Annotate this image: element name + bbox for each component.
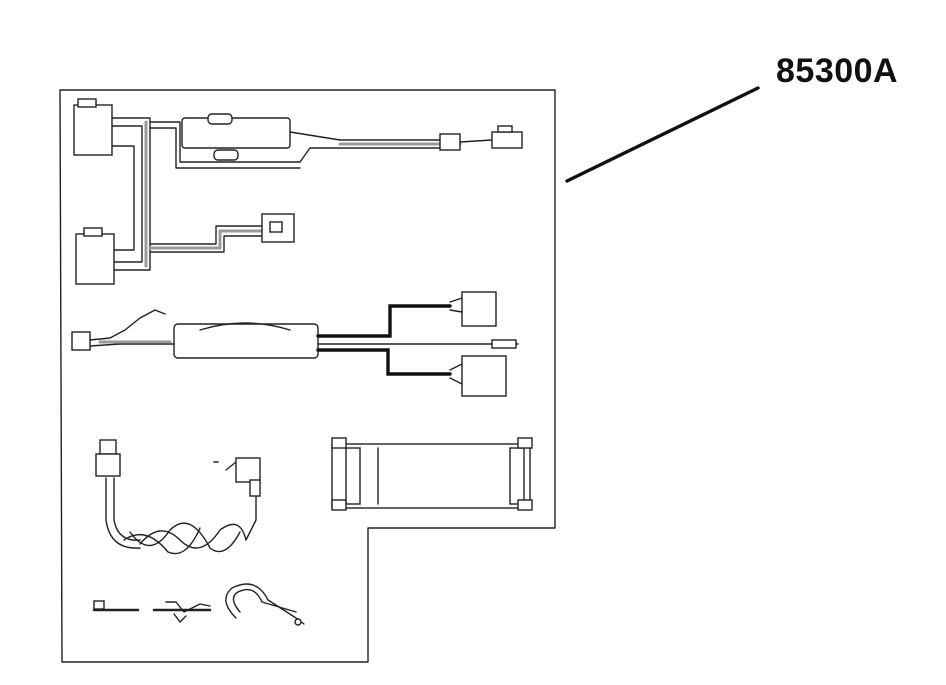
connector-top-left — [73, 104, 113, 156]
fuse-holder-top — [181, 117, 291, 149]
power-cable — [95, 439, 261, 555]
module-body — [173, 323, 319, 359]
connector-right-lower — [461, 355, 507, 397]
small-parts — [92, 583, 305, 626]
connector-top-right — [491, 131, 523, 149]
connector-bottom-left — [75, 233, 115, 285]
connector-right-upper — [461, 291, 497, 327]
cable-tie-loop — [225, 583, 305, 625]
bracket-body — [331, 443, 531, 509]
harness-1 — [73, 98, 523, 285]
harness-2 — [71, 291, 519, 397]
mounting-bracket — [331, 437, 533, 511]
kit-outline — [59, 89, 556, 663]
leader-line — [565, 86, 760, 183]
connector-left-plug — [71, 331, 91, 351]
part-number-label: 85300A — [776, 52, 899, 90]
